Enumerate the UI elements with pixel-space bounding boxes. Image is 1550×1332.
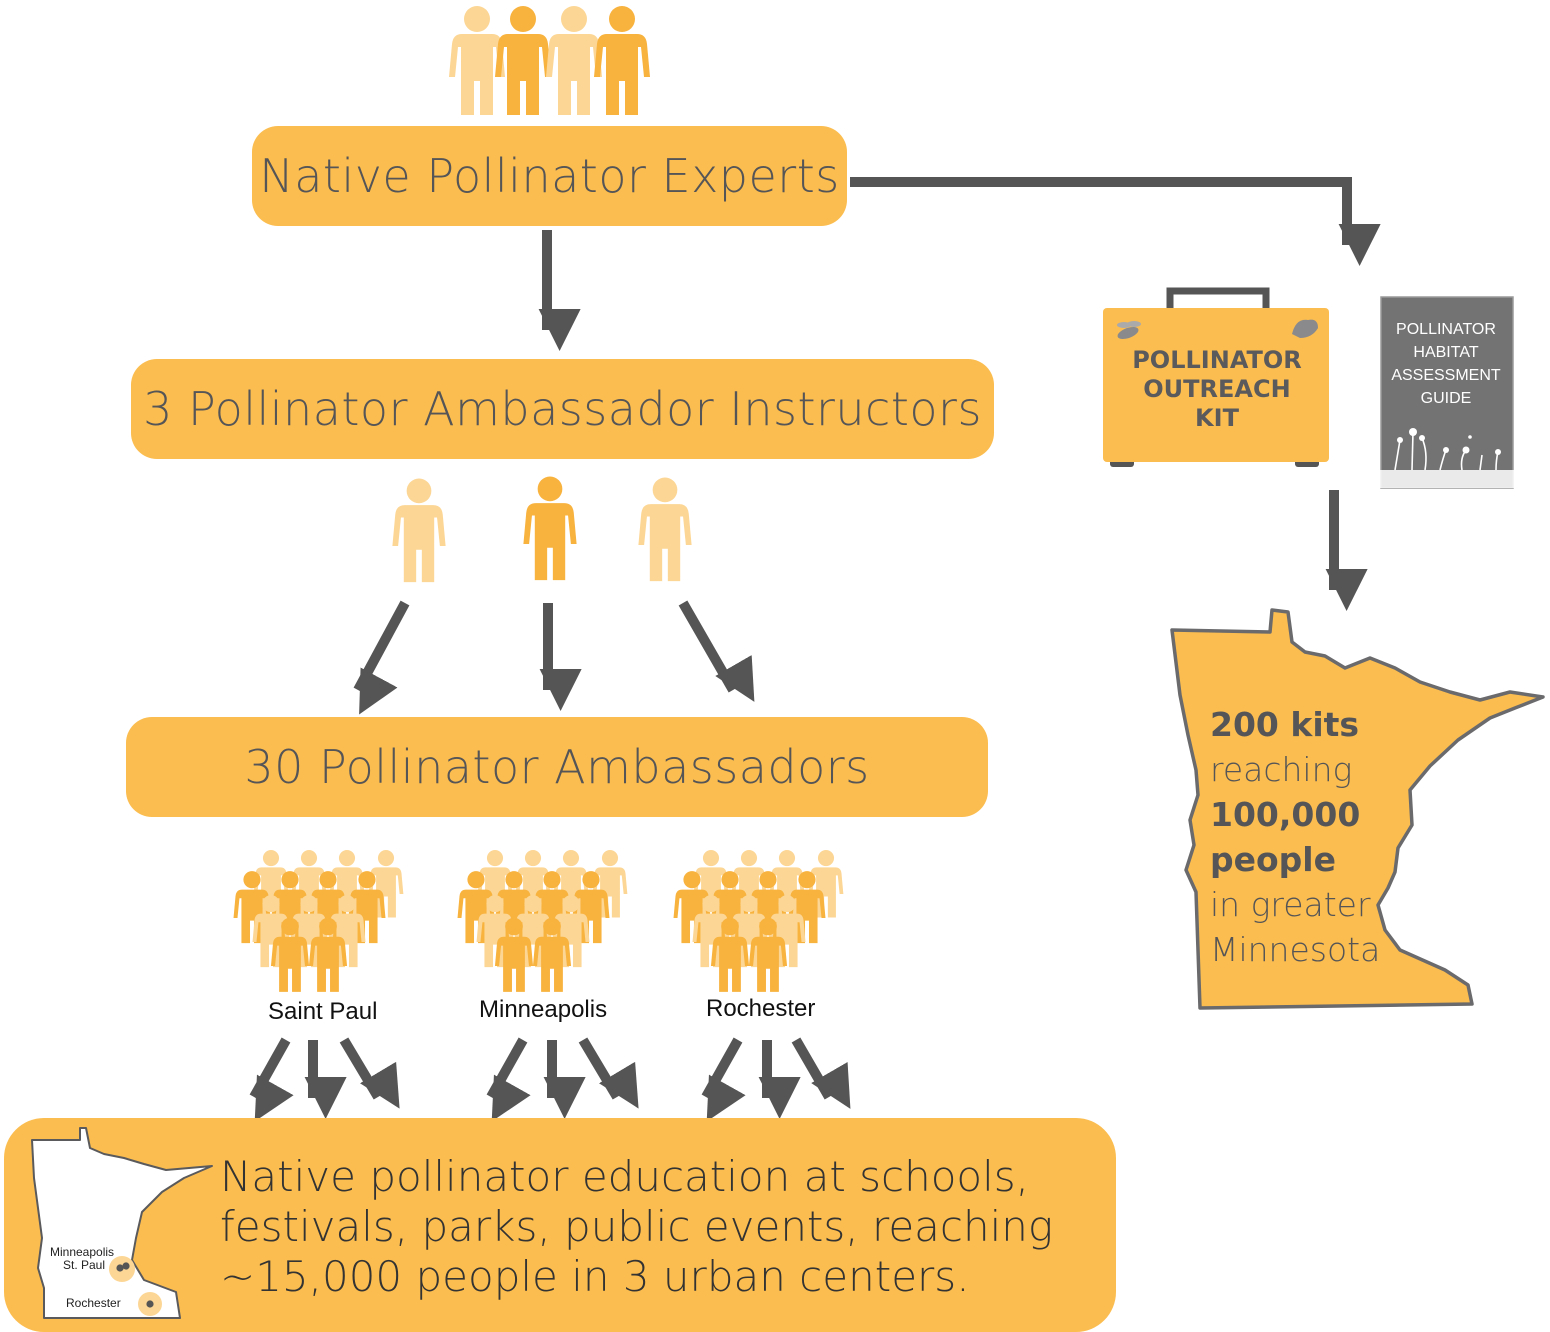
- ambassadors-label: 30 Pollinator Ambassadors: [244, 740, 870, 794]
- state-people: people: [1210, 840, 1336, 879]
- outreach-kit-label: POLLINATOR OUTREACH KIT: [1108, 346, 1326, 433]
- person-icon: [392, 478, 446, 583]
- habitat-guide-title: POLLINATOR HABITAT ASSESSMENT GUIDE: [1382, 318, 1510, 410]
- ambassadors-box: 30 Pollinator Ambassadors: [126, 717, 988, 817]
- instructors-box: 3 Pollinator Ambassador Instructors: [131, 359, 994, 459]
- arrow-experts-to-kit: [850, 177, 1381, 266]
- expert-people: [449, 6, 650, 115]
- guide-title-line: HABITAT: [1413, 344, 1479, 361]
- experts-box: Native Pollinator Experts: [252, 126, 847, 226]
- city-label-saint-paul: Saint Paul: [268, 998, 378, 1025]
- education-line: ~15,000 people in 3 urban centers.: [220, 1252, 970, 1301]
- crowd-rochester: [673, 849, 844, 992]
- state-kits-count: 200 kits: [1210, 705, 1360, 744]
- guide-title-line: POLLINATOR: [1396, 321, 1496, 338]
- state-name: Minnesota: [1210, 930, 1381, 969]
- arrow-city: [486, 1037, 531, 1122]
- small-map-label-rochester: Rochester: [66, 1296, 121, 1310]
- arrow-instructor-3: [678, 600, 755, 702]
- person-icon: [638, 477, 692, 582]
- instructor-people: [392, 476, 692, 583]
- crowd-saint-paul: [233, 849, 404, 992]
- small-minnesota-map: [31, 1127, 213, 1319]
- person-icon: [546, 6, 602, 115]
- state-in-greater: in greater: [1210, 885, 1371, 924]
- arrow-city: [791, 1037, 851, 1109]
- kit-label-line: POLLINATOR: [1132, 346, 1302, 374]
- city-label-rochester: Rochester: [706, 995, 816, 1022]
- small-map-label-minneapolis: Minneapolis: [50, 1245, 115, 1259]
- outreach-kit-icon: [1103, 287, 1329, 467]
- instructors-label: 3 Pollinator Ambassador Instructors: [143, 382, 982, 436]
- flow-arrows: [249, 177, 1381, 1122]
- butterfly-icon: [1292, 319, 1318, 338]
- person-icon: [594, 6, 650, 115]
- education-line: Native pollinator education at schools,: [220, 1152, 1030, 1201]
- education-box: Minneapolis St. Paul Rochester Native po…: [4, 1118, 1116, 1332]
- habitat-guide-booklet: [1380, 296, 1514, 489]
- bee-icon: [1117, 321, 1141, 340]
- state-reaching: reaching: [1210, 750, 1353, 789]
- kit-label-line: KIT: [1195, 404, 1239, 432]
- arrow-city: [578, 1037, 639, 1109]
- arrow-instructor-1: [353, 600, 410, 715]
- kit-label-line: OUTREACH: [1143, 375, 1291, 403]
- education-line: festivals, parks, public events, reachin…: [220, 1202, 1054, 1251]
- city-label-minneapolis: Minneapolis: [479, 996, 608, 1023]
- state-people-count: 100,000: [1210, 795, 1361, 834]
- education-text: Native pollinator education at schools, …: [220, 1152, 1053, 1302]
- guide-title-line: GUIDE: [1420, 390, 1472, 407]
- experts-label: Native Pollinator Experts: [259, 149, 840, 203]
- person-icon: [523, 476, 577, 581]
- guide-title-line: ASSESSMENT: [1391, 367, 1501, 384]
- crowd-minneapolis: [457, 849, 628, 992]
- arrow-city: [339, 1037, 400, 1109]
- minnesota-map: [1170, 608, 1545, 1010]
- arrow-city: [701, 1037, 746, 1122]
- arrow-city: [249, 1037, 294, 1122]
- state-reach-text: 200 kits reaching 100,000 people in grea…: [1210, 702, 1380, 972]
- small-map-label-st-paul: St. Paul: [63, 1258, 106, 1272]
